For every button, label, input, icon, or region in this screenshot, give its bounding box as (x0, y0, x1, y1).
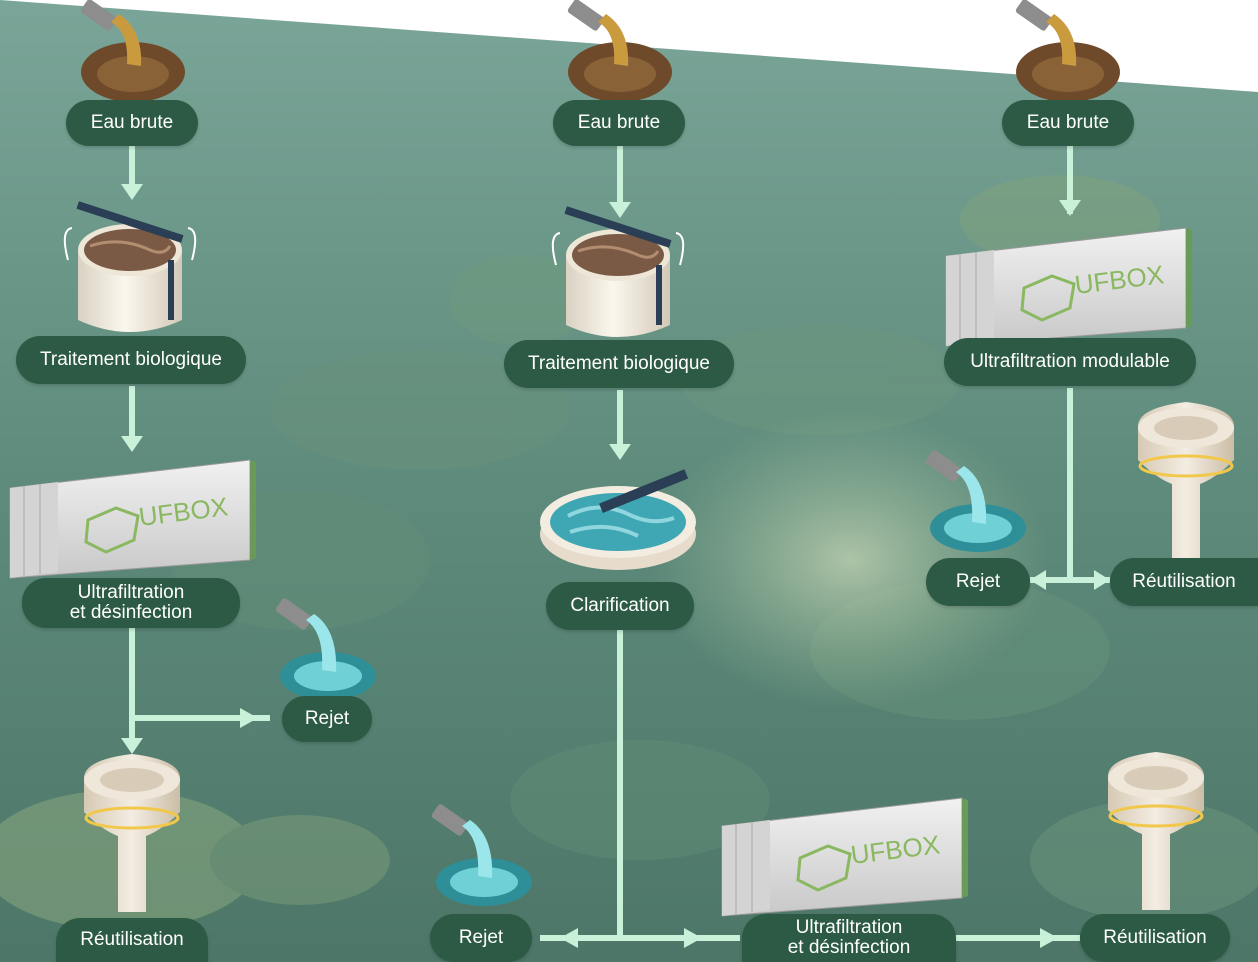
middle-uf-disinfection-label: Ultrafiltration et désinfection (742, 914, 956, 962)
reuse-tank-icon (83, 754, 181, 912)
left-uf-line2: et désinfection (69, 602, 193, 623)
left-uf-line1: Ultrafiltration (77, 582, 185, 603)
right-uf-modular-label: Ultrafiltration modulable (944, 338, 1196, 386)
container-icon: UFBOX (945, 227, 1192, 347)
middle-clarification-label: Clarification (546, 582, 694, 630)
right-discharge-label: Rejet (926, 558, 1030, 606)
right-source-label: Eau brute (1002, 100, 1134, 146)
clarifier-icon (540, 469, 696, 570)
bio-tank-icon (551, 206, 685, 337)
raw-water-icon (80, 0, 185, 102)
container-icon: UFBOX (721, 797, 968, 917)
container-icon: UFBOX (9, 459, 256, 579)
left-bio-treatment-label: Traitement biologique (16, 336, 246, 384)
discharge-icon (925, 450, 1026, 552)
left-discharge-label: Rejet (282, 696, 372, 742)
middle-reuse-label: Réutilisation (1080, 914, 1230, 962)
left-reuse-label: Réutilisation (56, 918, 208, 962)
raw-water-icon (567, 0, 672, 102)
bio-tank-icon (63, 201, 197, 332)
discharge-icon (275, 598, 376, 700)
flow-arrowheads (121, 184, 1110, 948)
left-source-label: Eau brute (66, 100, 198, 146)
middle-source-label: Eau brute (553, 100, 685, 146)
middle-discharge-label: Rejet (430, 914, 532, 962)
raw-water-icon (1015, 0, 1120, 102)
discharge-icon (431, 804, 532, 906)
reuse-tank-icon (1137, 402, 1235, 560)
left-uf-disinfection-label: Ultrafiltration et désinfection (22, 578, 240, 628)
reuse-tank-icon (1107, 752, 1205, 910)
right-reuse-label: Réutilisation (1110, 558, 1258, 606)
middle-bio-treatment-label: Traitement biologique (504, 340, 734, 388)
middle-uf-line1: Ultrafiltration (795, 917, 903, 938)
middle-uf-line2: et désinfection (787, 937, 911, 958)
